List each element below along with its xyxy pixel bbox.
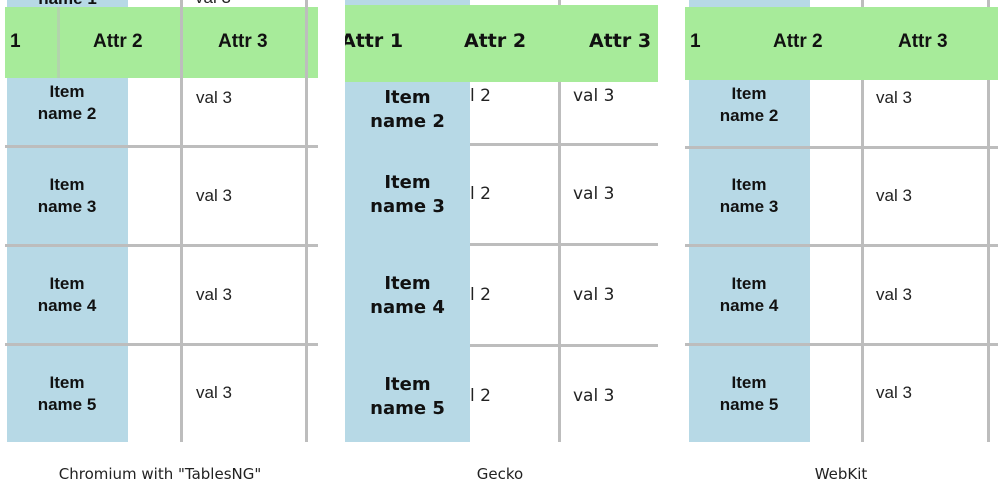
grid-line <box>305 0 308 442</box>
grid-line <box>558 0 561 442</box>
header-attr-3: Attr 3 <box>898 31 948 52</box>
header-attr-2: Attr 2 <box>464 30 527 52</box>
val-3: val 3 <box>196 88 232 107</box>
val-3: val 3 <box>876 285 912 304</box>
item-name: Item name 3 <box>37 175 97 216</box>
val-3: val 3 <box>573 86 615 106</box>
val-3: val 3 <box>196 186 232 205</box>
grid-line <box>470 143 658 146</box>
val-2: l 2 <box>470 184 491 204</box>
header-attr-1: 1 <box>690 31 701 52</box>
val-3: val 3 <box>573 386 615 406</box>
header-row: 1 Attr 2 Attr 3 <box>5 7 318 78</box>
header-row: 1 Attr 2 Attr 3 <box>685 7 998 80</box>
gecko-table: Item name 2 l 2 val 3 Item name 3 l 2 va… <box>345 0 658 442</box>
item-name: Item name 4 <box>719 274 779 315</box>
partial-item-name: name 1 <box>7 0 128 10</box>
grid-line <box>305 7 308 78</box>
val-3: val 3 <box>573 285 615 305</box>
header-attr-2: Attr 2 <box>773 31 823 52</box>
caption-chromium: Chromium with "TablesNG" <box>58 465 262 483</box>
grid-line <box>861 0 864 442</box>
grid-line <box>685 343 998 346</box>
partial-val: val 3 <box>195 0 231 8</box>
item-name: Item name 4 <box>37 274 97 315</box>
val-3: val 3 <box>876 186 912 205</box>
grid-line <box>685 244 998 247</box>
val-3: val 3 <box>876 88 912 107</box>
item-name: Item name 4 <box>370 273 445 318</box>
caption-webkit: WebKit <box>814 465 868 483</box>
grid-line <box>5 343 318 346</box>
item-name: Item name 5 <box>370 374 445 419</box>
webkit-table: Item name 2 val 3 Item name 3 val 3 Item… <box>685 0 998 442</box>
grid-line <box>987 0 990 442</box>
item-name: Item name 5 <box>719 373 779 414</box>
header-attr-3: Attr 3 <box>589 30 652 52</box>
grid-line <box>685 146 998 149</box>
item-name: Item name 3 <box>370 172 445 217</box>
caption-gecko: Gecko <box>476 465 524 483</box>
val-3: val 3 <box>573 184 615 204</box>
val-2: l 2 <box>470 285 491 305</box>
grid-line <box>57 7 60 78</box>
header-attr-1: 1 <box>10 31 21 52</box>
grid-line <box>5 145 318 148</box>
header-attr-2: Attr 2 <box>93 31 143 52</box>
header-attr-3: Attr 3 <box>218 31 268 52</box>
item-name: Item name 2 <box>370 87 445 132</box>
header-attr-1: Attr 1 <box>345 30 404 52</box>
header-row: Attr 1 Attr 2 Attr 3 <box>345 5 658 82</box>
grid-line <box>470 344 658 347</box>
val-3: val 3 <box>196 383 232 402</box>
val-2: l 2 <box>470 86 491 106</box>
item-name: Item name 3 <box>719 175 779 216</box>
item-name: Item name 5 <box>37 373 97 414</box>
chromium-table: name 1 val 3 Item name 2 val 3 Item name… <box>5 0 318 442</box>
grid-line <box>5 244 318 247</box>
item-name: Item name 2 <box>719 84 779 125</box>
val-3: val 3 <box>196 285 232 304</box>
grid-line <box>470 243 658 246</box>
item-name: Item name 2 <box>37 82 97 123</box>
val-2: l 2 <box>470 386 491 406</box>
val-3: val 3 <box>876 383 912 402</box>
grid-line <box>180 7 183 78</box>
grid-line <box>180 0 183 442</box>
